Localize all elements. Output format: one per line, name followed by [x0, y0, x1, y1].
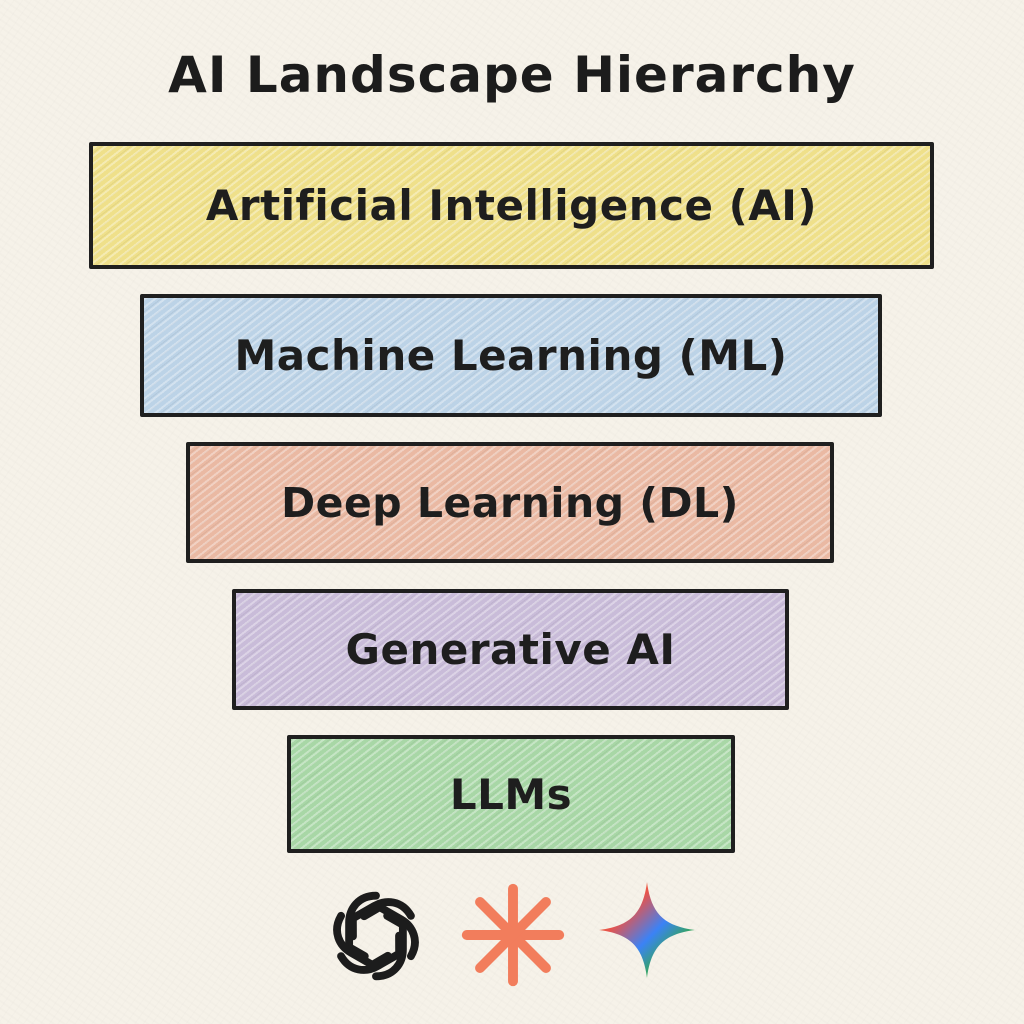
layer-artificial-intelligence: Artificial Intelligence (AI)	[89, 142, 934, 269]
diagram-title: AI Landscape Hierarchy	[168, 46, 856, 104]
layer-machine-learning: Machine Learning (ML)	[140, 294, 882, 417]
layer-deep-learning: Deep Learning (DL)	[186, 442, 834, 563]
layer-label: Generative AI	[345, 625, 676, 674]
gemini-sparkle-icon	[599, 882, 695, 978]
model-logos	[0, 870, 1024, 990]
claude-asterisk-icon	[461, 883, 565, 987]
layer-label: Artificial Intelligence (AI)	[205, 181, 818, 230]
layer-label: LLMs	[449, 769, 573, 819]
layer-generative-ai: Generative AI	[232, 589, 789, 710]
layer-label: Deep Learning (DL)	[281, 478, 739, 527]
layer-label: Machine Learning (ML)	[234, 331, 788, 380]
layer-llms: LLMs	[287, 735, 735, 853]
openai-logo-icon	[333, 891, 419, 981]
